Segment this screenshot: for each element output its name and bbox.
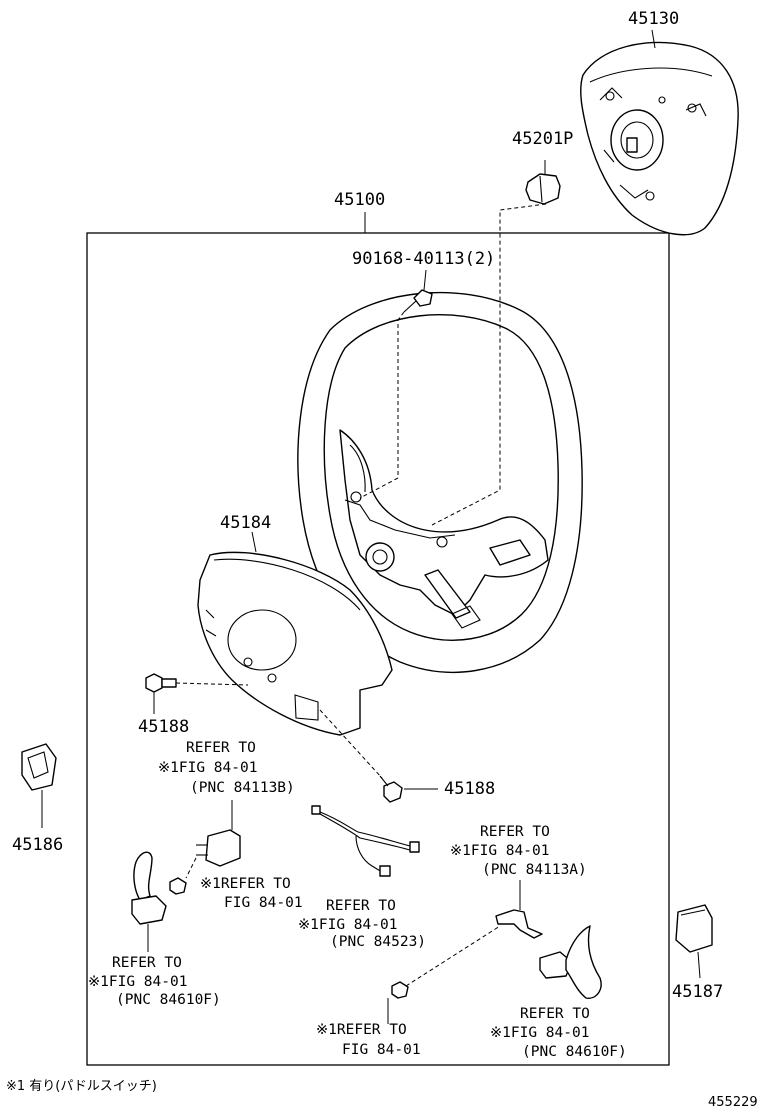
svg-text:REFER TO: REFER TO [186, 740, 256, 756]
ref-note-a: REFER TO ※1FIG 84-01 (PNC 84113B) [158, 740, 295, 796]
nut-icon [525, 173, 561, 205]
part-label-45188-lower: 45188 [444, 779, 495, 799]
svg-text:REFER TO: REFER TO [480, 824, 550, 840]
svg-text:※1FIG 84-01: ※1FIG 84-01 [298, 917, 397, 933]
part-label-45100: 45100 [334, 190, 385, 210]
svg-text:(PNC 84523): (PNC 84523) [330, 934, 426, 950]
part-label-45130: 45130 [628, 9, 679, 29]
bracket-icon [495, 909, 543, 939]
cover-45186-icon [21, 743, 57, 791]
part-label-45187: 45187 [672, 982, 723, 1002]
ref-note-c: ※1REFER TO FIG 84-01 [200, 876, 303, 911]
svg-text:REFER TO: REFER TO [112, 955, 182, 971]
paddle-switch-right-icon [539, 925, 602, 999]
ref-note-d: REFER TO ※1FIG 84-01 (PNC 84523) [298, 898, 426, 950]
svg-text:※1REFER TO: ※1REFER TO [316, 1022, 407, 1038]
svg-text:※1FIG 84-01: ※1FIG 84-01 [158, 760, 257, 776]
svg-text:FIG 84-01: FIG 84-01 [224, 895, 303, 911]
svg-text:※1REFER TO: ※1REFER TO [200, 876, 291, 892]
svg-text:(PNC 84113B): (PNC 84113B) [190, 780, 295, 796]
assembly-frame [86, 232, 670, 1066]
part-label-45184: 45184 [220, 513, 271, 533]
svg-text:(PNC 84113A): (PNC 84113A) [482, 862, 587, 878]
wire-harness-icon [311, 805, 420, 877]
airbag-assembly-icon [580, 41, 739, 236]
ref-note-e: REFER TO ※1FIG 84-01 (PNC 84610F) [88, 955, 221, 1008]
ref-note-f: ※1REFER TO FIG 84-01 [316, 1022, 421, 1058]
steering-wheel-icon [297, 291, 583, 673]
screw-icon [379, 775, 403, 803]
screw-icon [169, 877, 187, 895]
ref-note-b: REFER TO ※1FIG 84-01 (PNC 84113A) [450, 824, 587, 878]
part-label-45201P: 45201P [512, 129, 573, 149]
screw-icon [145, 673, 177, 693]
footnote: ※1 有り(パドルスイッチ) [6, 1079, 157, 1094]
svg-text:REFER TO: REFER TO [326, 898, 396, 914]
switch-icon [196, 829, 241, 867]
paddle-switch-left-icon [131, 851, 167, 925]
svg-text:※1FIG 84-01: ※1FIG 84-01 [88, 974, 187, 990]
diagram-id: 455229 [708, 1095, 758, 1110]
part-label-45186: 45186 [12, 835, 63, 855]
svg-text:※1FIG 84-01: ※1FIG 84-01 [450, 843, 549, 859]
part-label-45188-upper: 45188 [138, 717, 189, 737]
part-label-90168-40113: 90168-40113(2) [352, 249, 495, 269]
svg-text:REFER TO: REFER TO [520, 1006, 590, 1022]
svg-text:FIG 84-01: FIG 84-01 [342, 1042, 421, 1058]
svg-text:※1FIG 84-01: ※1FIG 84-01 [490, 1025, 589, 1041]
svg-text:(PNC 84610F): (PNC 84610F) [116, 992, 221, 1008]
ref-note-g: REFER TO ※1FIG 84-01 (PNC 84610F) [490, 1006, 627, 1060]
bolt-icon [403, 289, 433, 313]
svg-text:(PNC 84610F): (PNC 84610F) [522, 1044, 627, 1060]
screw-icon [391, 981, 409, 999]
steering-cover-icon [197, 551, 393, 736]
cover-45187-icon [675, 904, 713, 953]
